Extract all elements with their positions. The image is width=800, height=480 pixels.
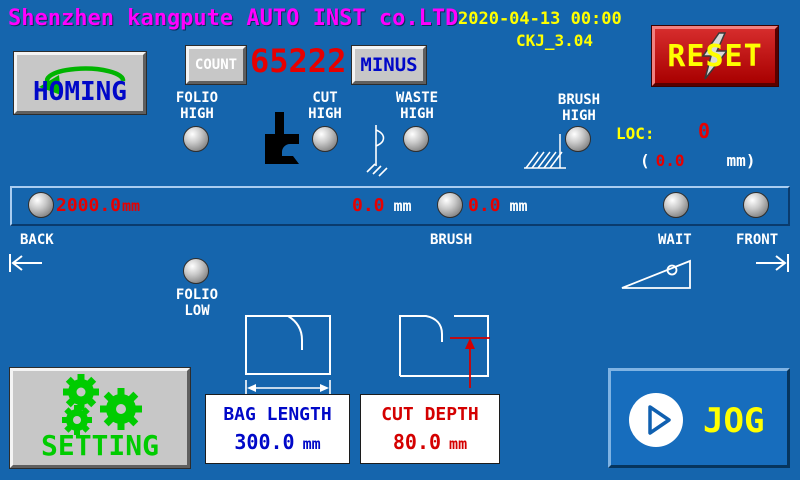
- cut-depth-field[interactable]: CUT DEPTH 80.0 mm: [360, 394, 500, 464]
- left-limit-arrow-icon: [9, 254, 42, 272]
- back-position-lamp: [28, 192, 54, 218]
- folio-high-label: FOLIO HIGH: [175, 90, 219, 122]
- count-button[interactable]: COUNT: [186, 46, 246, 84]
- cutter-tool-icon: [265, 112, 299, 164]
- setting-button[interactable]: SETTING: [10, 368, 190, 468]
- folio-low-label: FOLIO LOW: [175, 287, 219, 319]
- folio-low-lamp: [183, 258, 209, 284]
- cut-depth-value: 80.0: [392, 430, 442, 454]
- brush-left-value: 0.0 mm: [352, 195, 412, 216]
- brush-position-lamp: [437, 192, 463, 218]
- loc-label: LOC:: [616, 124, 655, 143]
- bag-outline-left: [245, 315, 331, 375]
- cut-depth-dimension-icon: [450, 337, 490, 388]
- brush-high-lamp: [565, 126, 591, 152]
- cut-depth-label: CUT DEPTH: [381, 404, 479, 425]
- cut-depth-unit: mm: [449, 435, 468, 453]
- minus-button[interactable]: MINUS: [352, 46, 426, 84]
- bag-length-label: BAG LENGTH: [223, 404, 332, 425]
- back-position-value: 2000.0 mm: [56, 195, 140, 216]
- jog-label: JOG: [703, 401, 765, 441]
- company-title: Shenzhen kangpute AUTO INST co.LTD: [8, 6, 459, 31]
- brush-right-value: 0.0 mm: [468, 195, 528, 216]
- cut-high-label: CUT HIGH: [308, 90, 342, 122]
- waste-hook-icon: [366, 125, 388, 177]
- bag-outline-right: [399, 315, 489, 377]
- brush-left-unit: mm: [393, 197, 412, 215]
- back-position-unit: mm: [122, 197, 141, 215]
- folio-high-lamp: [183, 126, 209, 152]
- bag-length-dimension-icon: [245, 380, 331, 396]
- count-value: 65222: [250, 42, 347, 80]
- loc-close-paren: ): [745, 151, 756, 170]
- minus-label: MINUS: [360, 54, 418, 76]
- datetime: 2020-04-13 00:00: [458, 9, 622, 29]
- zone-back-label: BACK: [20, 232, 54, 248]
- loc-open-paren: (: [640, 151, 650, 170]
- wait-position-lamp: [663, 192, 689, 218]
- count-label: COUNT: [194, 57, 238, 73]
- brush-left-number: 0.0: [352, 195, 385, 216]
- brush-high-label: BRUSH HIGH: [557, 92, 601, 124]
- loc-offset-unit: mm: [726, 151, 746, 170]
- firmware-version: CKJ_3.04: [516, 31, 594, 50]
- right-limit-arrow-icon: [756, 254, 789, 272]
- lightning-icon: [701, 32, 729, 80]
- bag-length-value: 300.0: [234, 430, 295, 454]
- homing-label: HOMING: [33, 77, 127, 107]
- wedge-ramp-icon: [621, 259, 691, 289]
- bag-length-unit: mm: [302, 435, 321, 453]
- loc-offset: ( 0.0 mm ): [640, 151, 755, 170]
- homing-button[interactable]: HOMING: [14, 52, 146, 114]
- zone-brush-label: BRUSH: [430, 232, 473, 248]
- homing-arrow-icon: [39, 66, 126, 95]
- reset-button[interactable]: RESET: [652, 26, 778, 86]
- loc-value: 0: [698, 119, 711, 143]
- waste-high-lamp: [403, 126, 429, 152]
- cut-high-lamp: [312, 126, 338, 152]
- brush-right-number: 0.0: [468, 195, 501, 216]
- gears-icon: [62, 374, 142, 435]
- position-track: 2000.0 mm 0.0 mm 0.0 mm: [10, 186, 790, 226]
- play-circle-icon: [629, 393, 683, 447]
- brush-right-unit: mm: [509, 197, 528, 215]
- reset-label: RESET: [667, 38, 763, 74]
- brush-hatch-icon: [524, 134, 566, 169]
- bag-length-field[interactable]: BAG LENGTH 300.0 mm: [205, 394, 350, 464]
- waste-high-label: WASTE HIGH: [395, 90, 439, 122]
- back-position-number: 2000.0: [56, 195, 122, 216]
- zone-front-label: FRONT: [736, 232, 779, 248]
- zone-wait-label: WAIT: [658, 232, 692, 248]
- jog-button[interactable]: JOG: [608, 368, 790, 468]
- setting-label: SETTING: [40, 429, 159, 462]
- loc-offset-value: 0.0: [655, 151, 685, 170]
- front-position-lamp: [743, 192, 769, 218]
